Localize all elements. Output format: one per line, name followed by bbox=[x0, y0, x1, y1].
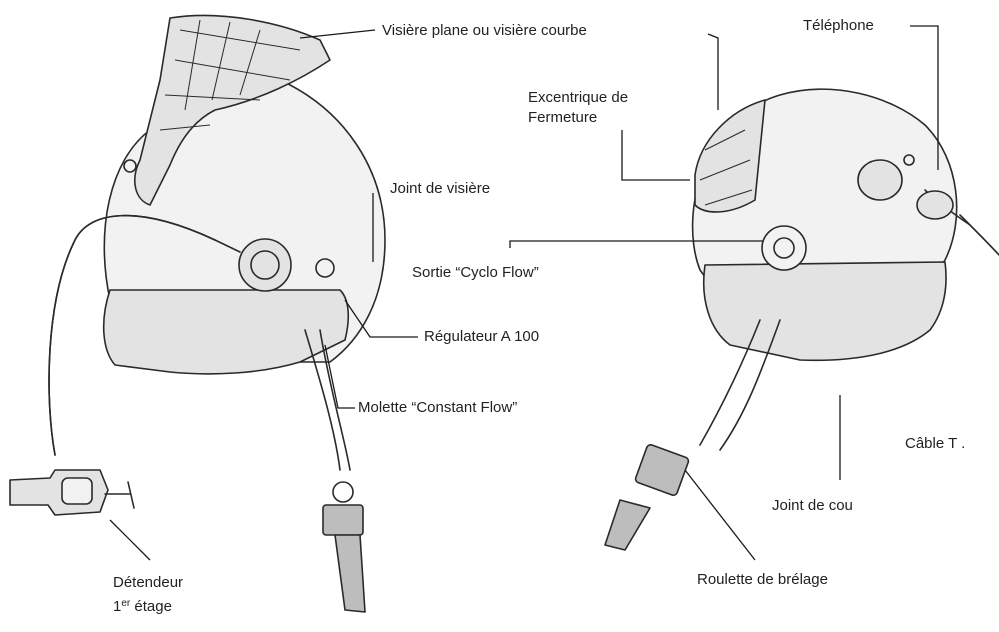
label-harness-wheel: Roulette de brélage bbox=[697, 571, 828, 588]
label-cam-line2: Fermeture bbox=[528, 109, 597, 126]
leader-cam bbox=[622, 130, 690, 180]
leader-first-stage bbox=[110, 520, 150, 560]
label-first-stage-line2: 1er étage bbox=[113, 598, 172, 615]
label-first-stage-base: 1 bbox=[113, 598, 121, 615]
label-constant-flow: Molette “Constant Flow” bbox=[358, 399, 517, 416]
label-first-stage-line1: Détendeur bbox=[113, 574, 183, 591]
label-visor: Visière plane ou visière courbe bbox=[382, 22, 587, 39]
label-cable: Câble T . bbox=[905, 435, 965, 452]
leader-visor-right bbox=[708, 34, 718, 110]
label-regulator: Régulateur A 100 bbox=[424, 328, 539, 345]
left-helmet-illustration bbox=[10, 15, 385, 612]
label-cam-line1: Excentrique de bbox=[528, 89, 628, 106]
label-cyclo-flow: Sortie “Cyclo Flow” bbox=[412, 264, 539, 281]
label-neck-seal: Joint de cou bbox=[772, 497, 853, 514]
label-visor-seal: Joint de visière bbox=[390, 180, 490, 197]
label-telephone: Téléphone bbox=[803, 17, 874, 34]
leader-visor bbox=[300, 30, 375, 38]
right-helmet-illustration bbox=[605, 89, 999, 550]
leader-harness-wheel bbox=[685, 470, 755, 560]
label-first-stage-rest: étage bbox=[130, 598, 172, 615]
